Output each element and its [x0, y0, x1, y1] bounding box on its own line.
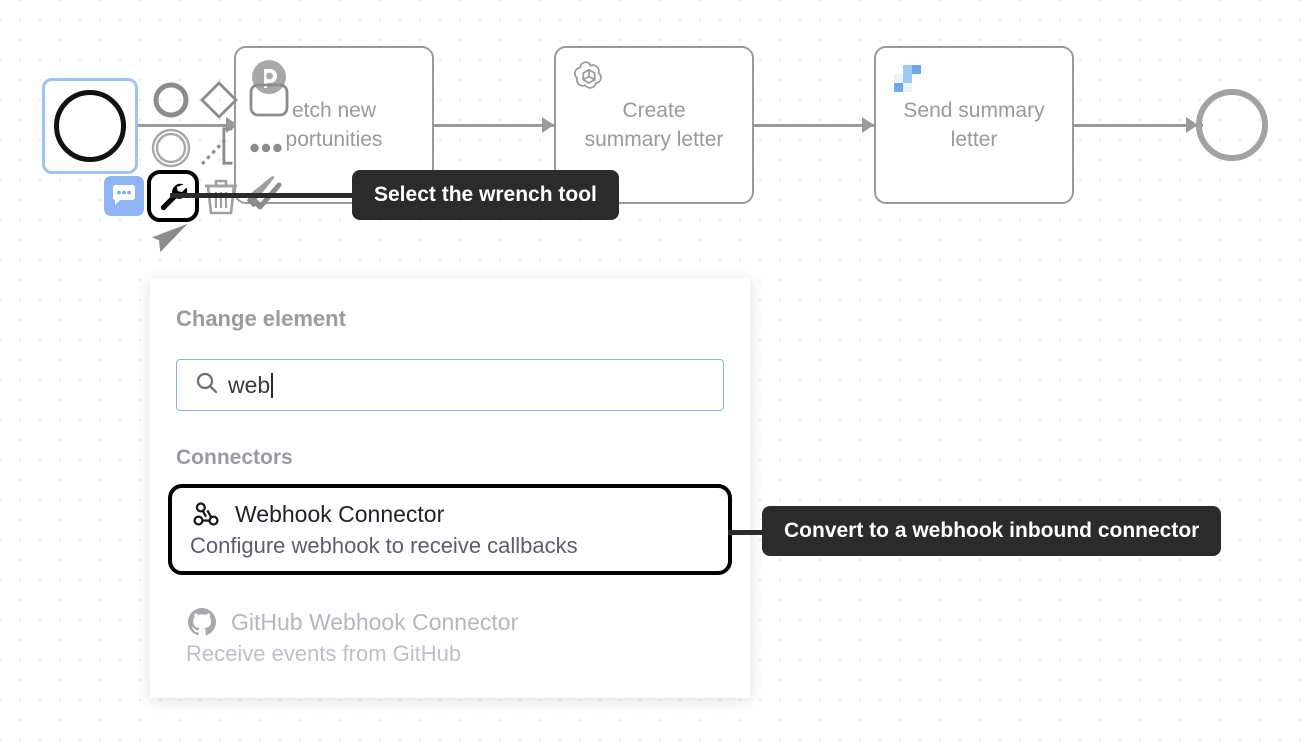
result-title: Webhook Connector	[235, 500, 445, 527]
result-header: GitHub Webhook Connector	[186, 606, 714, 638]
sequence-flow-2	[434, 124, 554, 127]
popup-title: Change element	[176, 306, 346, 331]
task-send-summary-letter-label: Send summary letter	[893, 96, 1054, 154]
task-label-line2: letter	[950, 128, 998, 151]
sequence-flow-1	[128, 124, 238, 127]
text-caret	[271, 372, 273, 398]
comment-icon[interactable]	[104, 176, 144, 216]
webhook-icon	[190, 498, 222, 530]
append-end-event-icon[interactable]	[150, 127, 192, 169]
result-title: GitHub Webhook Connector	[231, 608, 519, 635]
result-item-webhook-connector[interactable]: Webhook Connector Configure webhook to r…	[168, 484, 732, 575]
wrench-tooltip: Select the wrench tool	[352, 170, 619, 220]
webhook-tooltip: Convert to a webhook inbound connector	[762, 506, 1222, 556]
check-icon[interactable]	[244, 176, 286, 218]
github-icon	[186, 606, 218, 638]
more-options-icon[interactable]	[245, 127, 287, 169]
mouse-cursor-icon	[148, 218, 194, 269]
microsoft-logo-icon	[890, 58, 928, 96]
task-send-summary-letter[interactable]: Send summary letter	[874, 46, 1074, 204]
task-fetch-opportunities-label: etch new portunities	[276, 96, 393, 154]
result-header: Webhook Connector	[190, 498, 710, 530]
result-description: Receive events from GitHub	[186, 641, 462, 666]
append-gateway-icon[interactable]	[198, 79, 240, 121]
wrench-tooltip-connector	[170, 193, 370, 198]
task-label-line2: portunities	[285, 128, 383, 151]
task-label-line1: Send summary	[903, 99, 1045, 122]
search-input-wrapper[interactable]: web	[176, 359, 724, 411]
task-label-line1: etch new	[291, 99, 377, 122]
connect-association-icon[interactable]	[196, 130, 238, 172]
sequence-flow-4	[1073, 124, 1203, 127]
change-element-popup[interactable]: Change element web Connectors	[150, 278, 750, 698]
result-item-github-webhook-connector[interactable]: GitHub Webhook Connector Receive events …	[168, 596, 732, 679]
append-text-annotation-icon[interactable]	[200, 125, 242, 167]
results-group-label: Connectors	[176, 446, 293, 469]
task-label-line2: summary letter	[584, 128, 724, 151]
task-label-line1: Create	[622, 99, 686, 122]
end-event[interactable]	[1196, 89, 1268, 161]
webhook-tooltip-connector	[728, 530, 778, 535]
append-task-icon[interactable]	[248, 79, 290, 121]
search-input-value[interactable]: web	[228, 371, 271, 398]
task-create-summary-letter-label: Create summary letter	[575, 96, 734, 154]
sequence-flow-3	[754, 124, 874, 127]
result-description: Configure webhook to receive callbacks	[190, 533, 578, 558]
openai-logo-icon	[570, 58, 608, 96]
start-event[interactable]	[54, 90, 126, 162]
sequence-flow-3-arrow	[862, 117, 874, 133]
search-icon	[195, 371, 218, 399]
sequence-flow-2-arrow	[542, 117, 554, 133]
append-intermediate-event-icon[interactable]	[150, 79, 192, 121]
sequence-flow-4-arrow	[1186, 117, 1198, 133]
